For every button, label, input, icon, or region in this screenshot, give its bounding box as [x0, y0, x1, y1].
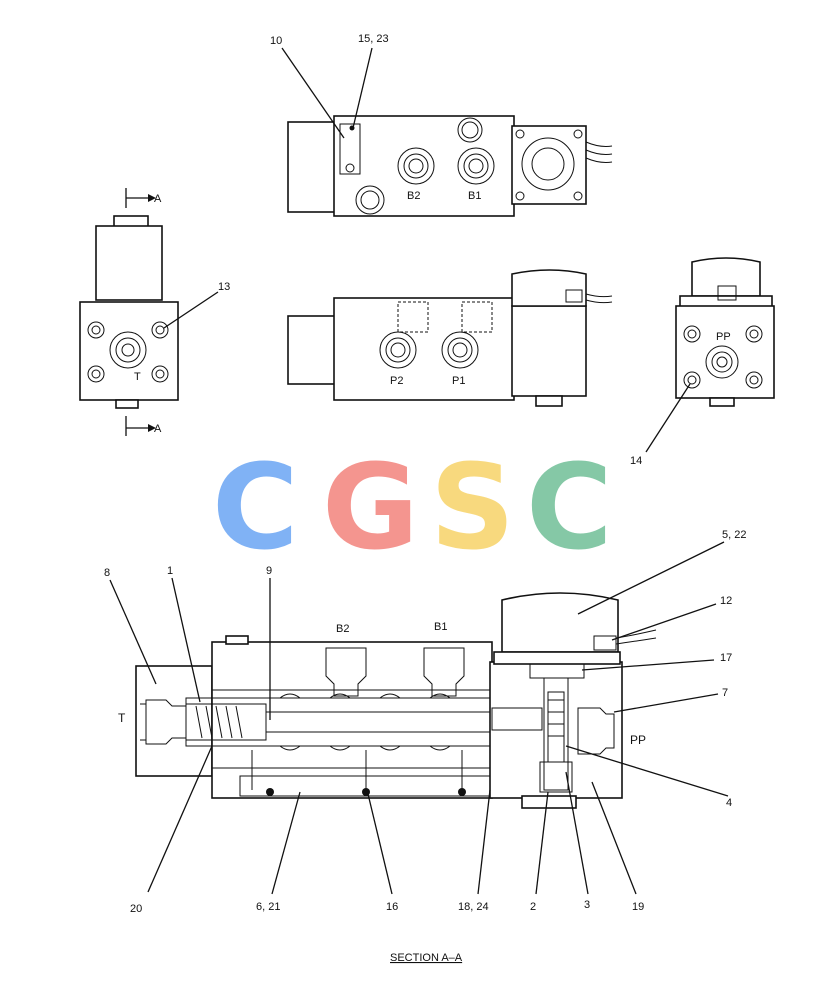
left-end-view: A T A 13: [79, 188, 230, 436]
top-view-end-cap: [287, 121, 337, 213]
side-view-end-cap: [287, 315, 337, 385]
port-t: [109, 331, 147, 369]
section-port-label-b1: B1: [434, 621, 447, 633]
callout-5-22: 5, 22: [722, 529, 746, 541]
callout-1: 1: [167, 565, 173, 577]
leader-16: [367, 793, 393, 895]
bottom-plug: [355, 185, 385, 215]
port-pp: [705, 345, 739, 379]
section-port-label-b2: B2: [336, 623, 349, 635]
side-port-label-p1: P1: [452, 375, 465, 387]
port-b2: [397, 147, 435, 185]
section-port-label-pp: PP: [630, 733, 646, 747]
name-plate: [339, 123, 361, 175]
section-port-label-t: T: [118, 711, 126, 725]
callout-9: 9: [266, 565, 272, 577]
watermark-letter-2: G: [322, 438, 419, 576]
leader-13: [163, 291, 219, 329]
hidden-passage-1: [397, 301, 429, 333]
main-body: [211, 641, 493, 799]
watermark-letter-3: S: [430, 438, 515, 576]
section-marker-bottom: A: [154, 423, 162, 435]
leader-10: [281, 47, 345, 139]
leader-2: [535, 791, 549, 895]
port-b1-fitting: [423, 647, 465, 697]
callout-7: 7: [722, 687, 728, 699]
port-p1: [441, 331, 479, 369]
port-pp-fitting: [577, 707, 615, 755]
leader-18-24: [477, 789, 491, 895]
top-view: B2 B1 10 15, 23: [270, 33, 613, 217]
top-port-label-b1: B1: [468, 190, 481, 202]
spool-spring: [185, 703, 267, 741]
side-port-label-p2: P2: [390, 375, 403, 387]
callout-8: 8: [104, 567, 110, 579]
callout-20: 20: [130, 903, 142, 915]
port-b1: [457, 147, 495, 185]
leader-7: [613, 693, 719, 713]
port-p2: [379, 331, 417, 369]
hidden-passage-2: [461, 301, 493, 333]
section-marker-top: A: [154, 193, 162, 205]
leader-20: [147, 745, 213, 893]
side-view-body: [333, 297, 515, 401]
top-port-label-b2: B2: [407, 190, 420, 202]
callout-6-21: 6, 21: [256, 901, 280, 913]
solenoid-body: [95, 225, 163, 301]
watermark: C G S C: [212, 438, 613, 576]
solenoid-housing: [501, 592, 619, 653]
top-view-body: [333, 115, 515, 217]
callout-3: 3: [584, 899, 590, 911]
leader-5-22: [577, 541, 725, 615]
solenoid-core: [531, 147, 565, 181]
side-view: P2 P1: [287, 269, 613, 407]
left-end-cap: [135, 665, 213, 777]
end-port-label-t: T: [134, 371, 141, 383]
callout-16: 16: [386, 901, 398, 913]
leader-8: [109, 579, 157, 685]
watermark-letter-1: C: [212, 438, 299, 576]
section-title: SECTION A–A: [390, 952, 463, 964]
solenoid-wires: [585, 141, 613, 163]
right-end-view: PP 14: [630, 257, 775, 467]
pilot-spool: [543, 677, 569, 791]
leader-15-23: [352, 47, 373, 129]
leader-3: [565, 771, 589, 895]
callout-18-24: 18, 24: [458, 901, 489, 913]
leader-1: [171, 577, 201, 703]
callout-14: 14: [630, 455, 642, 467]
callout-12: 12: [720, 595, 732, 607]
callout-2: 2: [530, 901, 536, 913]
callout-15-23: 15, 23: [358, 33, 389, 45]
solenoid-cap: [521, 137, 575, 191]
leader-4: [565, 745, 729, 797]
leader-19: [591, 781, 637, 895]
end-port-label-pp: PP: [716, 331, 731, 343]
leader-17: [581, 659, 715, 671]
section-a-a: T B2 B1: [104, 529, 746, 964]
port-b2-fitting: [325, 647, 367, 697]
top-plug: [457, 117, 483, 143]
leader-14: [645, 383, 691, 453]
right-solenoid: [691, 257, 761, 297]
callout-13: 13: [218, 281, 230, 293]
callout-19: 19: [632, 901, 644, 913]
callout-17: 17: [720, 652, 732, 664]
callout-4: 4: [726, 797, 732, 809]
watermark-letter-4: C: [526, 438, 613, 576]
leader-12: [611, 603, 717, 641]
leader-6-21: [271, 791, 301, 895]
end-view-body: [79, 301, 179, 401]
side-view-solenoid: [511, 305, 587, 397]
callout-10: 10: [270, 35, 282, 47]
